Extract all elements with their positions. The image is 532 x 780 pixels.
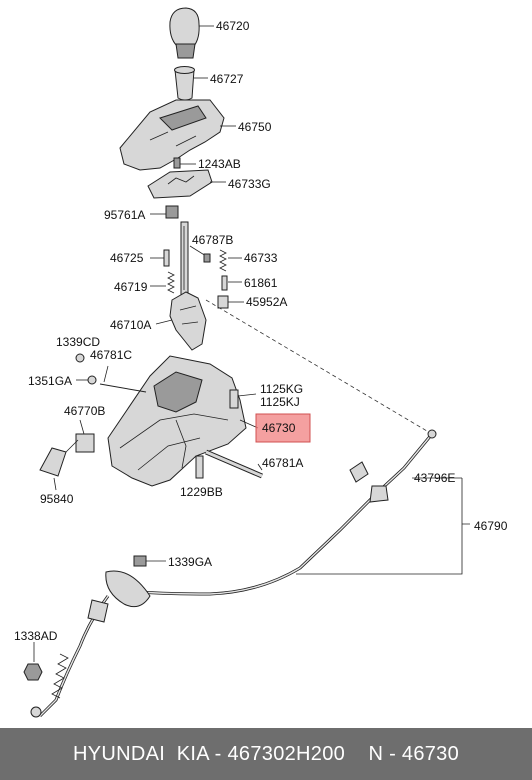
bolt-1125kg	[229, 389, 257, 409]
label-46770b: 46770B	[64, 404, 105, 418]
label-46781c: 46781C	[90, 348, 132, 362]
shift-knob	[169, 7, 214, 59]
highlight-box	[255, 413, 311, 443]
screw-1243ab	[173, 157, 196, 169]
nut-1338ad	[23, 642, 43, 681]
nut-1339cd	[75, 353, 85, 363]
shifter-housing	[107, 355, 259, 487]
label-95840: 95840	[40, 492, 74, 506]
pin-46781c	[99, 365, 147, 393]
washer-1351ga	[76, 375, 97, 385]
pin-61861	[221, 275, 242, 291]
bracket-46770b	[75, 419, 95, 453]
knob-boot	[174, 66, 208, 101]
shift-lever-rod	[180, 221, 189, 297]
label-1338ad: 1338AD	[14, 629, 58, 643]
label-46750: 46750	[238, 120, 272, 134]
label-46730: 46730	[262, 421, 296, 435]
label-1229bb: 1229BB	[180, 485, 223, 499]
footer-ref: N - 46730	[345, 742, 460, 765]
label-46727: 46727	[210, 72, 244, 86]
label-45952a: 45952A	[246, 295, 287, 309]
label-1351ga: 1351GA	[28, 374, 72, 388]
label-1339cd: 1339CD	[56, 335, 100, 349]
footer-bar: HYUNDAI KIA - 467302H200 N - 46730	[0, 728, 532, 780]
label-46781a: 46781A	[262, 456, 303, 470]
label-95761a: 95761A	[104, 208, 145, 222]
parts-diagram: 46720 46727 46750 1243AB 46733G 95761A 4…	[14, 7, 508, 718]
label-46710a: 46710A	[110, 318, 151, 332]
indicator-housing	[119, 99, 236, 171]
label-1125kg: 1125KG	[260, 382, 303, 396]
label-1243ab: 1243AB	[198, 157, 241, 171]
spring-46733	[219, 249, 242, 272]
label-46720: 46720	[216, 19, 250, 33]
label-46787b: 46787B	[192, 233, 233, 247]
bolt-1229bb	[195, 455, 204, 479]
pin-46725	[150, 249, 170, 267]
nut-1339ga	[133, 555, 166, 567]
clip-95761a	[150, 205, 179, 219]
shift-cable	[30, 429, 462, 718]
label-46733g: 46733G	[228, 177, 271, 191]
footer-part-number: 467302H200	[227, 742, 346, 765]
lever-body	[155, 291, 207, 351]
alignment-line	[205, 299, 433, 435]
label-46719: 46719	[114, 280, 148, 294]
label-43796e: 43796E	[414, 471, 455, 485]
label-1339ga: 1339GA	[168, 555, 212, 569]
pin-46781a	[205, 449, 263, 479]
solenoid-95840	[39, 439, 79, 491]
cable-bracket	[296, 478, 470, 575]
label-46725: 46725	[110, 251, 144, 265]
label-61861: 61861	[244, 276, 278, 290]
label-46790: 46790	[474, 519, 508, 533]
footer-brand: HYUNDAI KIA -	[72, 742, 228, 765]
label-1125kj: 1125KJ	[260, 395, 300, 409]
pin-46787b	[189, 245, 211, 263]
label-46733: 46733	[244, 251, 278, 265]
bushing-45952a	[217, 295, 244, 309]
spring-46719	[150, 271, 175, 294]
position-plate	[147, 169, 226, 199]
